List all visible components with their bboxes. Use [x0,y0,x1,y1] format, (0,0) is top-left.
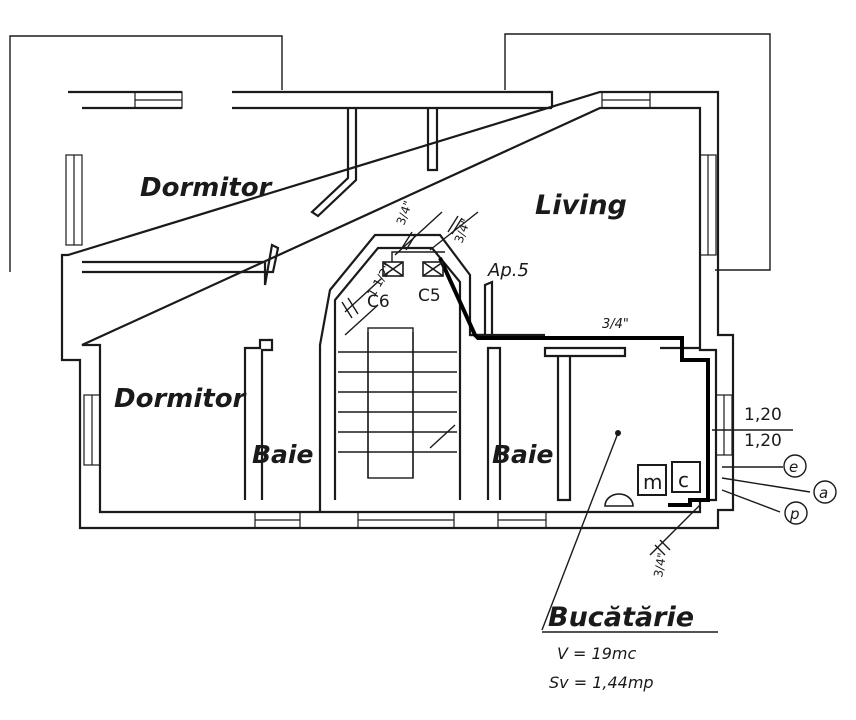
gas-pipe [438,257,710,507]
marker-e: e [789,458,798,476]
meter-c5 [422,261,444,277]
balcony-left [9,35,283,272]
marker-a: a [819,484,828,502]
stairs [338,304,457,479]
marker-p: p [789,505,800,523]
sink-icon [604,493,634,507]
room-label-living: Living [535,190,627,221]
meter-c6 [382,261,404,277]
room-label-dormitor-top: Dormitor [140,173,274,203]
meter-label-c6: C6 [367,292,390,312]
balcony-right [504,33,771,271]
appliance-c [671,461,701,493]
pipe-meter-link [391,251,445,262]
apartment-label: Ap.5 [487,260,529,281]
kitchen-leader [541,432,619,631]
room-label-bucatarie: Bucătărie [548,602,694,633]
marker-leaders [721,454,837,525]
outer-wall [60,90,735,530]
pipe-size-a: 3/4" [394,199,416,227]
windows [65,91,733,529]
room-label-baie-left: Baie [252,440,313,469]
kitchen-volume: V = 19mc [557,644,636,663]
partitions [82,108,700,512]
room-label-baie-right: Baie [492,440,553,469]
pipe-size-d: 3/4" [602,317,629,332]
dimension-top: 1,20 [744,405,782,425]
appliance-label-c: c [678,468,689,492]
pipe-size-c: 1 1/2" [364,261,394,299]
pipe-size-e: 3/4" [651,552,669,579]
meter-label-c5: C5 [418,286,441,306]
kitchen-area: Sv = 1,44mp [549,673,654,692]
pipe-leaders [341,211,793,556]
dimension-bottom: 1,20 [744,431,782,451]
room-label-dormitor-bottom: Dormitor [114,384,248,414]
appliance-m [637,464,667,496]
appliance-label-m: m [643,470,662,494]
